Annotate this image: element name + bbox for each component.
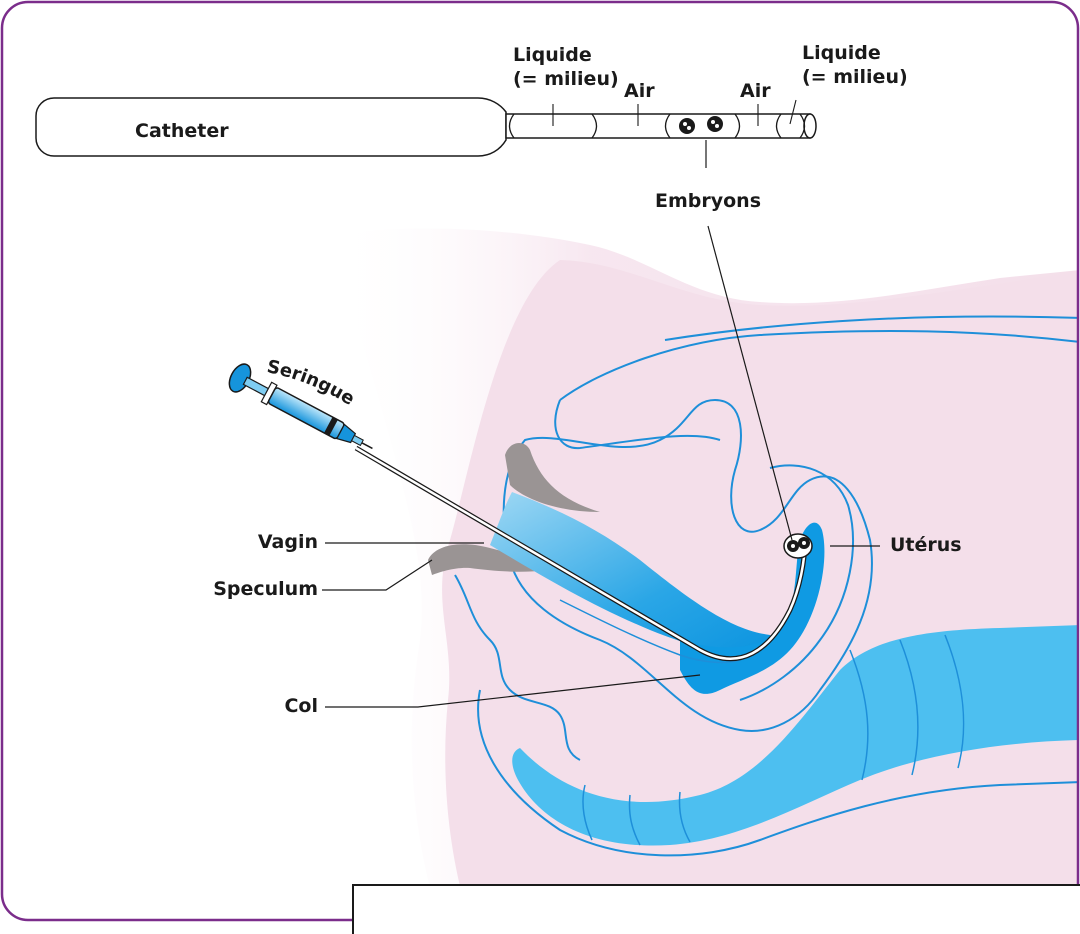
label-liquide-right-1: Liquide	[802, 42, 881, 64]
label-air-right: Air	[740, 80, 771, 102]
label-liquide-left-1: Liquide	[513, 44, 592, 66]
catheter-handle	[36, 98, 506, 156]
label-uterus: Utérus	[890, 534, 962, 556]
caption-box	[352, 884, 1080, 934]
label-catheter: Catheter	[135, 120, 229, 142]
label-vagin: Vagin	[220, 531, 318, 553]
label-speculum: Speculum	[190, 578, 318, 600]
label-liquide-left-2: (= milieu)	[513, 68, 619, 90]
label-col: Col	[240, 695, 318, 717]
label-air-left: Air	[624, 80, 655, 102]
catheter-tube	[506, 114, 810, 138]
label-liquide-right-2: (= milieu)	[802, 66, 908, 88]
label-embryons: Embryons	[655, 190, 761, 212]
embryos-in-uterus	[784, 534, 812, 558]
